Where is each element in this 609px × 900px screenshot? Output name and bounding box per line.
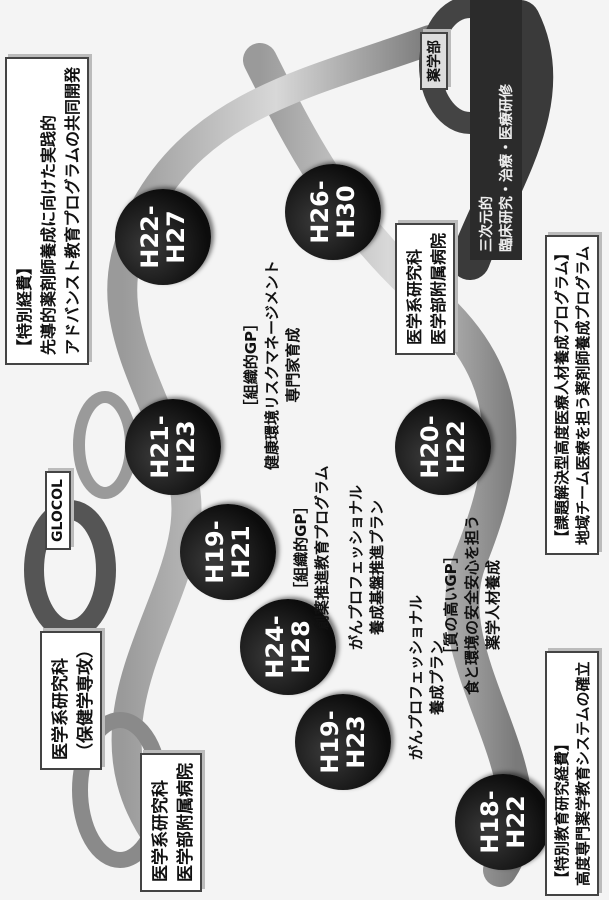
node-line1: H24-: [260, 615, 289, 679]
period-node-h19-h21: H19- H21: [180, 504, 276, 600]
box-line: 医学部附属病院: [429, 232, 448, 345]
box-task-program: 【課題解決型高度医療人材養成プログラム】 地域チーム医療を担う薬剤師養成プログラ…: [545, 235, 599, 555]
box-med-hospital: 医学系研究科 医学部附属病院: [140, 753, 202, 892]
label-drug-gp: ［組織的GP］ 創薬推進教育プログラム: [290, 465, 332, 630]
darkband-line: 三次元的: [479, 196, 495, 252]
box-special-expense-top: 【特別経費】 先導的薬剤師養成に向けた実践的 アドバンスト教育プログラムの共同開…: [5, 56, 89, 365]
box-line: 医学系研究科: [51, 658, 71, 760]
box-line: 【課題解決型高度医療人材養成プログラム】: [553, 245, 571, 545]
pharmacy-tag-text: 薬学部: [427, 40, 443, 82]
label-line: 薬学人材養成: [484, 559, 502, 650]
box-line: 【特別教育研究経費】: [553, 735, 571, 886]
box-line: 医学系研究科: [151, 780, 171, 882]
label-line: 創薬推進教育プログラム: [313, 465, 331, 630]
period-node-h19-h23: H19- H23: [295, 694, 391, 790]
label-health-gp: ［組織的GP］ 健康環境リスクマネージメント 専門家育成: [240, 260, 303, 470]
period-node-h20-h22: H20- H22: [395, 399, 491, 495]
pharmacy-tag: 薬学部: [420, 32, 448, 90]
node-line1: H18-: [475, 790, 504, 854]
label-line: がんプロフェッショナル: [347, 484, 365, 650]
box-line: 医学系研究科: [405, 248, 424, 345]
box-line: 先導的薬剤師養成に向けた実践的: [39, 114, 58, 355]
box-line: （保健学専攻）: [76, 641, 96, 760]
loop-top: [73, 391, 137, 499]
upper-ribbon: [107, 25, 445, 855]
box-line: 医学部附属病院: [176, 763, 196, 882]
box-med-hospital-2: 医学系研究科 医学部附属病院: [395, 222, 455, 355]
node-line1: H19-: [200, 520, 229, 584]
label-line: 食と環境の安全安心を担う: [463, 514, 481, 695]
period-node-h18-h22: H18- H22: [455, 774, 551, 870]
label-cancer-base-plan: がんプロフェッショナル 養成基盤推進プラン: [345, 485, 387, 650]
node-line2: H21: [227, 525, 255, 579]
label-line: 健康環境リスクマネージメント: [263, 260, 281, 470]
node-line2: H22: [442, 420, 470, 474]
box-line: 地域チーム医療を担う薬剤師養成プログラム: [574, 245, 592, 545]
label-line: ［組織的GP］: [242, 316, 260, 415]
darkband-line: 臨床研究・治療・医療研修: [499, 84, 515, 252]
box-line: 高度専門薬学教育システムの確立: [574, 661, 592, 886]
box-line: アドバンスト教育プログラムの共同開発: [63, 66, 82, 355]
box-special-expense-bottom: 【特別教育研究経費】 高度専門薬学教育システムの確立: [545, 651, 599, 896]
period-node-h21-h23: H21- H23: [125, 399, 221, 495]
label-line: 専門家育成: [284, 327, 302, 403]
label-quality-gp: ［質の高いGP］ 食と環境の安全安心を担う 薬学人材養成: [440, 515, 503, 695]
node-line2: H27: [162, 210, 190, 264]
label-line: ［組織的GP］: [292, 498, 310, 597]
period-node-h26-h30: H26- H30: [285, 164, 381, 260]
node-line2: H23: [342, 715, 370, 769]
glocol-label: GLOCOL: [50, 479, 66, 542]
box-med-health: 医学系研究科 （保健学専攻）: [40, 631, 102, 770]
box-line: 【特別経費】: [15, 258, 34, 355]
box-glocol: GLOCOL: [45, 471, 71, 550]
node-line2: H30: [332, 185, 360, 239]
period-node-h22-h27: H22- H27: [115, 189, 211, 285]
label-line: ［質の高いGP］: [442, 548, 460, 662]
node-line2: H23: [172, 420, 200, 474]
label-line: 養成基盤推進プラン: [368, 499, 386, 635]
node-line1: H20-: [415, 415, 444, 479]
node-line1: H22-: [135, 205, 164, 269]
node-line1: H21-: [145, 415, 174, 479]
dark-band: 三次元的 臨床研究・治療・医療研修: [470, 0, 522, 260]
node-line1: H19-: [315, 710, 344, 774]
node-line1: H26-: [305, 180, 334, 244]
node-line2: H22: [502, 795, 530, 849]
label-line: がんプロフェッショナル: [407, 594, 425, 760]
